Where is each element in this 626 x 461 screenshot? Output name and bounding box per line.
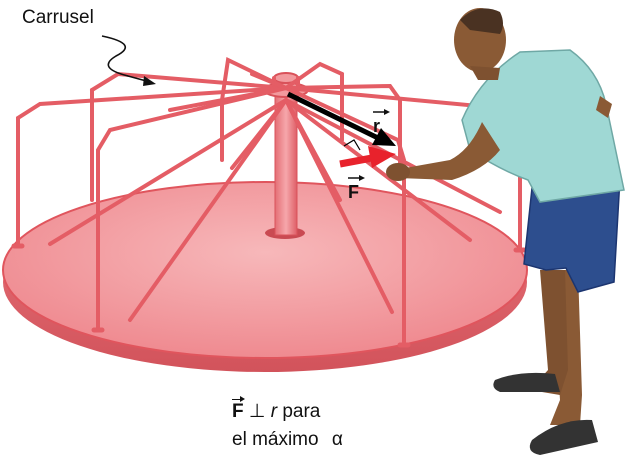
force-label: F (348, 175, 365, 202)
caption: F ⊥ r para el máximo α (232, 396, 412, 454)
radius-label-text: r (373, 116, 380, 136)
shorts (523, 177, 621, 293)
carousel-label: Carrusel (22, 7, 94, 28)
caption-perp-symbol: ⊥ (248, 401, 266, 422)
shoe-front (493, 372, 560, 392)
caption-line-2-text: el máximo (232, 429, 319, 450)
caption-radius-symbol: r (270, 401, 278, 422)
force-vector-arrow (339, 146, 396, 168)
caption-line-1: F ⊥ r para (232, 396, 412, 426)
caption-line-2: el máximo α (232, 426, 412, 454)
carousel-pointer-line (101, 35, 151, 83)
caption-alpha-symbol: α (331, 429, 343, 450)
right-angle-marker (343, 139, 361, 151)
force-label-text: F (348, 182, 359, 202)
person-pushing (386, 8, 625, 455)
carousel-pointer-arrowhead (143, 76, 156, 86)
caption-line-1-rest: para (282, 401, 321, 422)
shoe-back (529, 419, 598, 455)
caption-force-symbol: F (232, 396, 245, 426)
radius-vector-arrow (286, 91, 396, 146)
carousel-platform (2, 181, 528, 372)
radius-label: r (373, 109, 390, 136)
